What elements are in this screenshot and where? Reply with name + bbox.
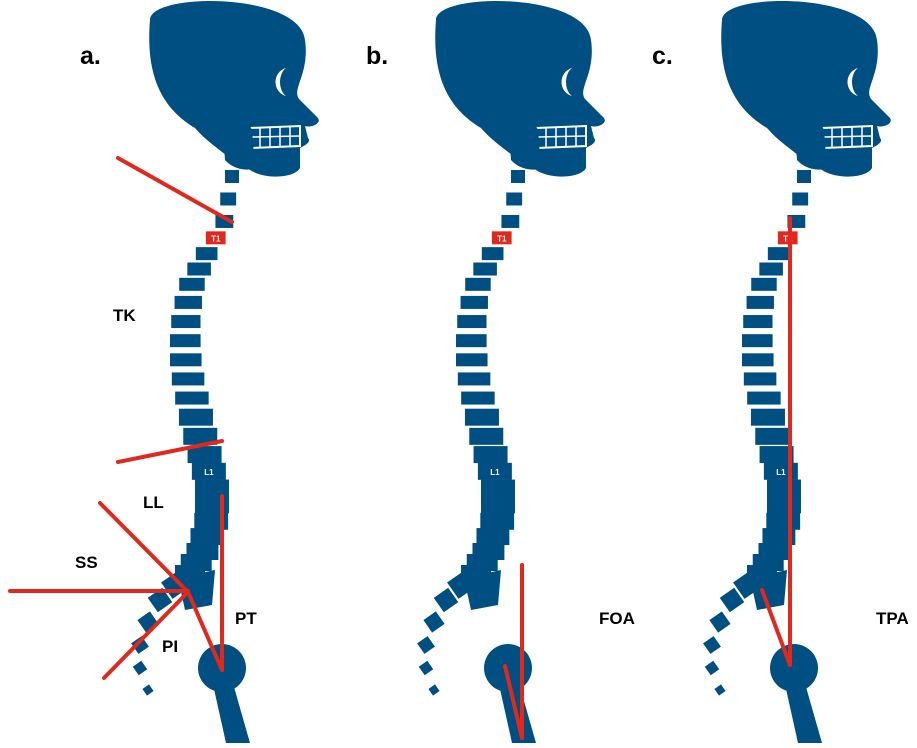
vertebra: [170, 353, 202, 366]
vertebra: [179, 409, 213, 426]
vertebra: [797, 170, 811, 183]
vertebra: [742, 334, 773, 347]
vertebra: [225, 170, 239, 183]
vertebra: [469, 428, 503, 445]
femur-shaft: [784, 680, 822, 743]
vertebra: [458, 372, 491, 385]
vertebra: [457, 315, 486, 328]
label-tk: TK: [113, 306, 136, 326]
vertebra: [751, 409, 785, 426]
vertebra: [465, 409, 499, 426]
panel-label-b: b.: [366, 42, 388, 71]
vertebra: [175, 392, 208, 405]
vertebra: [461, 392, 494, 405]
label-foa: FOA: [599, 609, 635, 629]
vertebra: [751, 278, 776, 291]
vertebra-l1-label: L1: [490, 468, 500, 477]
vertebra: [170, 334, 201, 347]
vertebra: [220, 192, 236, 205]
vertebra: [742, 353, 774, 366]
vertebra: [747, 392, 780, 405]
label-ss: SS: [75, 553, 98, 573]
ss-line: [100, 503, 188, 592]
vertebra: [461, 296, 488, 309]
sacrum-segment: [714, 684, 725, 695]
vertebra: [767, 496, 801, 513]
vertebra: [767, 480, 801, 497]
vertebra: [481, 480, 515, 497]
vertebra: [747, 296, 774, 309]
vertebra: [480, 513, 514, 530]
sacrum-segment: [428, 684, 439, 695]
vertebra: [456, 334, 487, 347]
vertebra: [768, 247, 790, 260]
vertebra: [465, 278, 490, 291]
sacrum-segment: [703, 636, 721, 654]
vertebra: [759, 263, 783, 276]
sacrum-segment: [142, 684, 153, 695]
vertebra: [171, 315, 200, 328]
vertebra: [744, 372, 777, 385]
vertebra: [172, 372, 205, 385]
vertebra: [506, 192, 522, 205]
sacrum-segment: [423, 611, 444, 632]
vertebra: [195, 480, 229, 497]
vertebra: [187, 263, 211, 276]
sacrum-segment: [419, 661, 433, 675]
vertebra: [755, 428, 789, 445]
skull-icon: [149, 1, 319, 177]
vertebra: [190, 528, 223, 545]
vertebra: [511, 170, 525, 183]
vertebra-t1-label: T1: [497, 234, 507, 243]
vertebra: [481, 496, 515, 513]
femur-shaft: [212, 680, 250, 743]
vertebra: [482, 247, 504, 260]
vertebra: [501, 215, 519, 228]
skull-icon: [721, 1, 891, 177]
sacrum-segment: [709, 611, 730, 632]
vertebra: [175, 296, 202, 309]
vertebra: [792, 192, 808, 205]
vertebra-l1-label: L1: [204, 468, 214, 477]
sacrum-segment: [417, 636, 435, 654]
vertebra: [474, 446, 508, 463]
tk-upper-line: [118, 158, 232, 222]
vertebra: [476, 528, 509, 545]
pi-line: [104, 592, 188, 678]
vertebra: [196, 247, 218, 260]
panel-label-c: c.: [652, 42, 673, 71]
label-ll: LL: [143, 493, 164, 513]
label-pt: PT: [235, 609, 257, 629]
sacrum-segment: [137, 611, 158, 632]
vertebra-t1-label: T1: [211, 234, 221, 243]
sacrum-segment: [705, 661, 719, 675]
vertebra: [473, 263, 497, 276]
label-pi: PI: [162, 637, 178, 657]
label-tpa: TPA: [876, 609, 909, 629]
skull-icon: [435, 1, 605, 177]
vertebra: [743, 315, 772, 328]
vertebra: [766, 513, 800, 530]
vertebra: [179, 278, 204, 291]
vertebra: [456, 353, 488, 366]
vertebra-l1-label: L1: [776, 468, 786, 477]
sacrum-segment: [133, 661, 147, 675]
panel-label-a: a.: [80, 42, 101, 71]
